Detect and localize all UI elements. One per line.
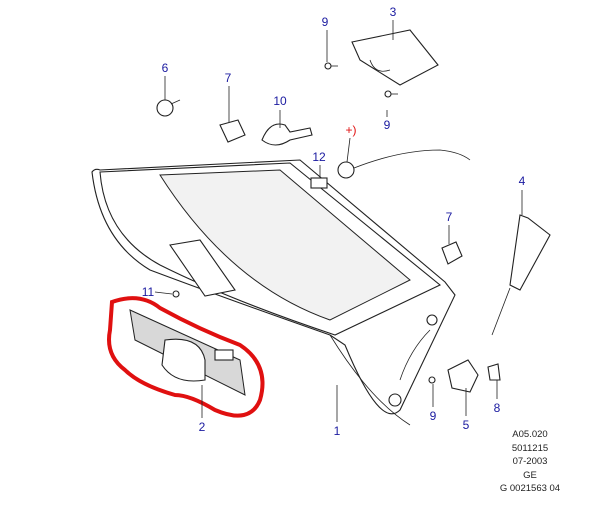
ref-line: G 0021563 04 [499,483,561,494]
callout-9: 9 [321,15,329,29]
callout-9: 9 [383,118,391,132]
ref-line: 07-2003 [512,456,548,467]
callout-7: 7 [224,71,232,85]
callout-4: 4 [518,174,526,188]
glove-box-part-1 [91,159,456,426]
callout-2: 2 [198,420,206,434]
small-parts [156,29,551,393]
highlight-outline [107,296,265,418]
callout-8: 8 [493,401,501,415]
callout-1: 1 [333,424,341,438]
drawing-reference: A05.020 5011215 07-2003 GE G 0021563 04 [490,428,570,496]
callout-note: +) [345,123,357,137]
ref-line: A05.020 [512,429,548,440]
callout-9: 9 [429,409,437,423]
callout-12: 12 [312,150,326,164]
callout-5: 5 [462,418,470,432]
callout-3: 3 [389,5,397,19]
callout-7: 7 [445,210,453,224]
callout-10: 10 [273,94,287,108]
callout-11: 11 [141,285,155,299]
ref-line: GE [523,469,537,481]
callout-6: 6 [161,61,169,75]
ref-line: 5011215 [511,442,549,454]
lock-part-2 [129,309,246,396]
leader-lines [154,20,523,422]
